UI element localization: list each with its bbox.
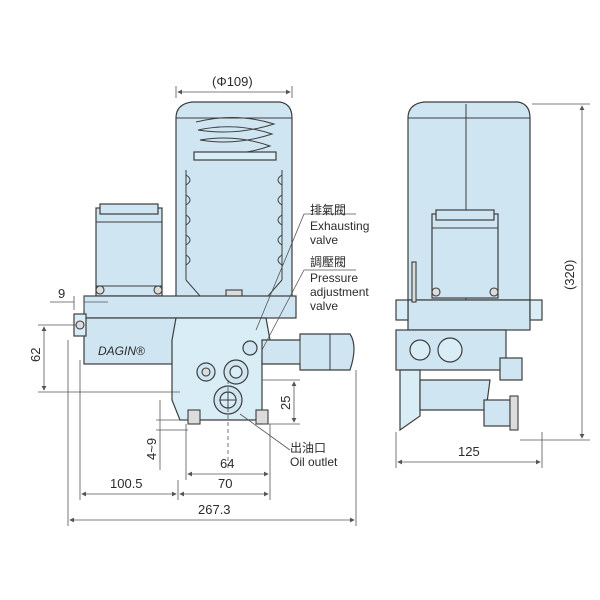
callout-pressure-zh: 調壓閥	[310, 255, 346, 269]
side-oil-outlet	[483, 399, 511, 427]
callout-exhaust-en-1: Exhausting	[310, 219, 369, 233]
callout-exhaust-zh: 排氣閥	[310, 203, 346, 217]
dim-267-3: 267.3	[198, 502, 231, 517]
dim-25: 25	[278, 396, 293, 410]
front-motor	[95, 207, 163, 297]
side-view	[395, 101, 543, 432]
callout-pressure-en-1: Pressure	[310, 271, 358, 285]
side-motor	[431, 213, 499, 299]
callout-outlet-en: Oil outlet	[290, 455, 338, 469]
pressure-adjustment-valve	[261, 333, 355, 371]
brand-label: DAGIN®	[98, 344, 145, 358]
callout-pressure-en-2: adjustment	[310, 285, 369, 299]
callout-outlet-zh: 出油口	[290, 441, 326, 455]
callout-exhaust-en-2: valve	[310, 233, 338, 247]
dimension-lines	[38, 86, 590, 526]
dim-125: 125	[458, 444, 480, 459]
dim-tank-diameter: (Φ109)	[212, 74, 253, 89]
dim-64: 64	[220, 456, 234, 471]
tank-spring	[195, 116, 276, 155]
dim-62: 62	[28, 348, 43, 362]
dim-4-9: 4~9	[144, 438, 159, 460]
front-view: DAGIN®	[73, 101, 355, 470]
dim-9: 9	[58, 286, 65, 301]
dim-70: 70	[218, 476, 232, 491]
callout-pressure-en-3: valve	[310, 299, 338, 313]
dim-total-height: (320)	[562, 260, 577, 290]
dim-100-5: 100.5	[110, 476, 143, 491]
front-base-housing	[83, 295, 297, 319]
